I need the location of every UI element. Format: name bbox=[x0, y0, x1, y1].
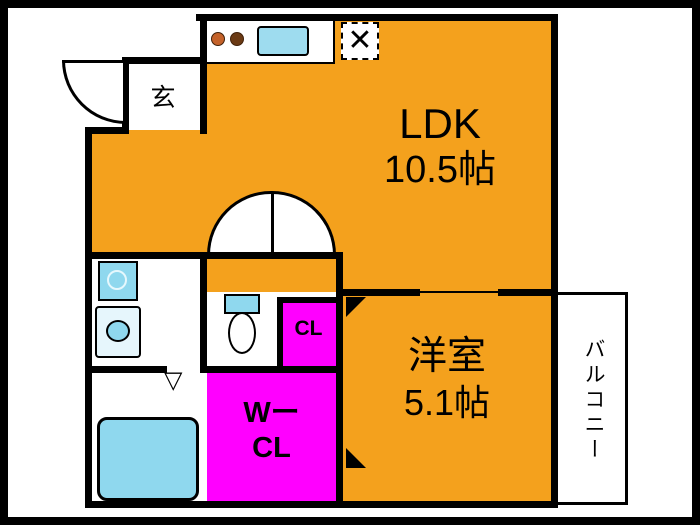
wall-left bbox=[85, 127, 92, 508]
walkin-closet-line1: Wー bbox=[243, 397, 300, 429]
bath-door-triangle-icon: ▽ bbox=[164, 367, 183, 394]
door-swing-triangle-icon bbox=[346, 448, 366, 468]
room-walkin-closet-area bbox=[207, 373, 336, 502]
wall-closet-top bbox=[277, 297, 343, 303]
stove-cross-mark: ✕ bbox=[347, 24, 373, 57]
washing-machine-icon bbox=[98, 261, 138, 301]
western-room-label: 洋室 5.1帖 bbox=[340, 334, 554, 426]
wall-ldk-western-left bbox=[336, 289, 420, 296]
wall-bottom bbox=[85, 501, 558, 508]
kitchen-sink-icon bbox=[257, 26, 309, 56]
range-space-icon: ✕ bbox=[341, 22, 379, 60]
wall-storage-western bbox=[336, 252, 343, 508]
walkin-closet-line2: CL bbox=[252, 432, 291, 464]
stove-burner-icon bbox=[230, 32, 244, 46]
balcony-line-top bbox=[558, 292, 628, 295]
wall-washroom-toilet bbox=[200, 252, 207, 373]
wall-right bbox=[551, 14, 558, 508]
wall-washroom-bath bbox=[85, 366, 167, 373]
room-hallway-area bbox=[89, 130, 203, 254]
door-swing-triangle-icon bbox=[346, 297, 366, 317]
entrance-door-arc-icon bbox=[62, 60, 126, 124]
balcony-label: バルコニー bbox=[582, 337, 605, 463]
room-closet-area bbox=[281, 301, 336, 368]
ldk-name: LDK bbox=[399, 100, 481, 147]
western-room-size: 5.1帖 bbox=[403, 382, 491, 423]
walkin-closet-label: Wー CL bbox=[207, 396, 336, 466]
toilet-bowl-icon bbox=[228, 312, 256, 354]
room-western-area bbox=[343, 292, 551, 503]
wall-toilet-wcl bbox=[200, 366, 343, 373]
wall-entrance-right bbox=[200, 14, 207, 134]
ldk-size: 10.5帖 bbox=[384, 149, 496, 191]
vanity-sink-icon bbox=[95, 306, 141, 358]
wall-step bbox=[85, 127, 129, 134]
closet-label: CL bbox=[294, 317, 323, 340]
entrance-label: 玄 bbox=[150, 84, 176, 112]
wall-corridor bbox=[85, 252, 343, 259]
bathtub-icon bbox=[97, 417, 199, 501]
wall-top bbox=[196, 14, 558, 21]
sliding-door-line bbox=[415, 291, 503, 293]
door-center-line bbox=[271, 194, 274, 252]
balcony-line-bottom bbox=[558, 502, 628, 505]
vanity-bowl-icon bbox=[106, 320, 130, 342]
balcony-line-right bbox=[625, 292, 628, 505]
wall-ldk-western-right bbox=[498, 289, 558, 296]
washer-drum-icon bbox=[107, 270, 127, 290]
wall-entrance-top bbox=[122, 57, 207, 64]
toilet-tank-icon bbox=[224, 294, 260, 314]
western-room-name: 洋室 bbox=[407, 335, 486, 378]
ldk-label: LDK 10.5帖 bbox=[340, 100, 540, 194]
wall-closet-left bbox=[277, 297, 283, 373]
stove-burner-icon bbox=[211, 32, 225, 46]
